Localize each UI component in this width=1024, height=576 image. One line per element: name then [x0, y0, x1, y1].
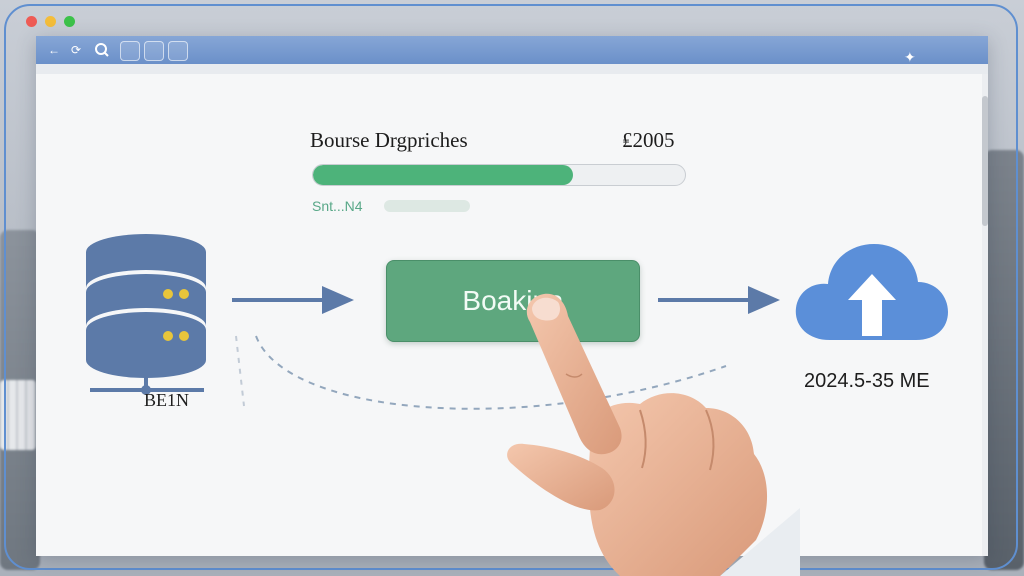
dashed-connector	[235, 335, 727, 410]
maximize-dot[interactable]	[64, 16, 75, 27]
tab-placeholder[interactable]	[120, 41, 140, 61]
scrollbar-thumb[interactable]	[982, 96, 988, 226]
tab-placeholder[interactable]	[168, 41, 188, 61]
server-label: BE1Ν	[144, 390, 189, 410]
status-text: Snt...Ν4	[312, 198, 363, 214]
arrow-left-icon[interactable]: ←	[48, 43, 60, 57]
database-server-icon	[86, 234, 206, 395]
cloud-upload-icon	[795, 244, 948, 340]
minimize-dot[interactable]	[45, 16, 56, 27]
scrollbar-track[interactable]	[982, 74, 988, 556]
progress-amount: ₤2005	[622, 128, 675, 152]
progress-bar	[312, 164, 686, 186]
status-pill	[384, 200, 470, 212]
window-controls	[26, 16, 75, 27]
action-button[interactable]: Boakina	[386, 260, 640, 342]
background-keyboard	[0, 380, 36, 450]
menu-icon[interactable]: ✦	[904, 49, 916, 65]
refresh-icon[interactable]: ⟳	[70, 43, 82, 57]
progress-bar-fill	[313, 165, 574, 185]
arrow-right-icon	[232, 286, 354, 314]
browser-window: ← ⟳ ✦ Bourse Drgpriches ₤2005 Snt...Ν4	[36, 36, 988, 556]
browser-address-strip	[36, 64, 988, 74]
close-dot[interactable]	[26, 16, 37, 27]
progress-title: Bourse Drgpriches	[310, 128, 468, 152]
arrow-right-icon	[658, 286, 780, 314]
cloud-label: 2024.5-35 ME	[804, 370, 930, 392]
background-office-right	[984, 150, 1024, 570]
pointing-hand	[507, 293, 800, 576]
browser-toolbar: ← ⟳ ✦	[36, 36, 988, 64]
tab-placeholder[interactable]	[144, 41, 164, 61]
search-icon[interactable]	[94, 42, 110, 58]
